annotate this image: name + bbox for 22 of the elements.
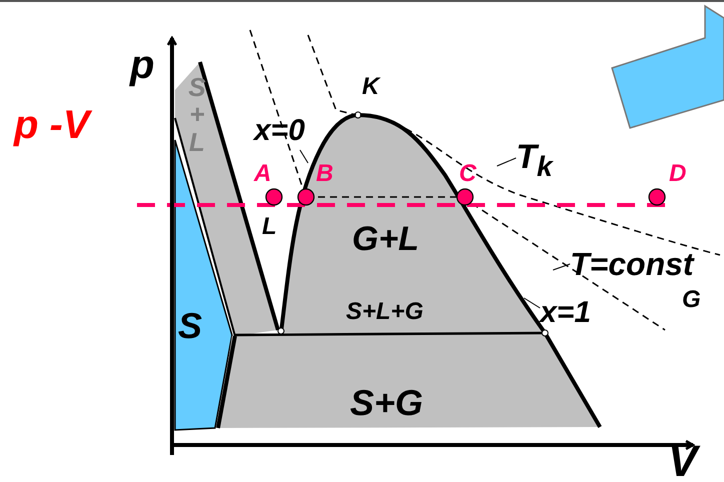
leader-label: x=1: [540, 298, 591, 328]
leader-line: [524, 298, 540, 308]
leader-label: x=0: [254, 116, 305, 146]
region-label: S+G: [350, 385, 424, 421]
point-label: K: [362, 75, 380, 99]
region-label: G+L: [352, 222, 420, 256]
region-label: S+L+G: [346, 300, 424, 324]
axis-label: p: [130, 45, 154, 85]
leader-label: T$_{k}$: [516, 140, 553, 182]
point-label: B: [316, 162, 334, 186]
region-label: L: [262, 215, 277, 239]
region-label: S + L: [187, 74, 207, 156]
diagram-title: p -V: [14, 105, 90, 145]
region-label: G: [682, 288, 701, 312]
leader-line: [300, 150, 308, 164]
point-label: D: [669, 162, 686, 186]
point-label: A: [254, 162, 272, 186]
leader-line: [496, 158, 516, 166]
region-label: S: [178, 308, 202, 344]
leader-label: T=const: [570, 248, 694, 280]
leader-line: [552, 264, 570, 270]
point-label: C: [459, 162, 476, 186]
